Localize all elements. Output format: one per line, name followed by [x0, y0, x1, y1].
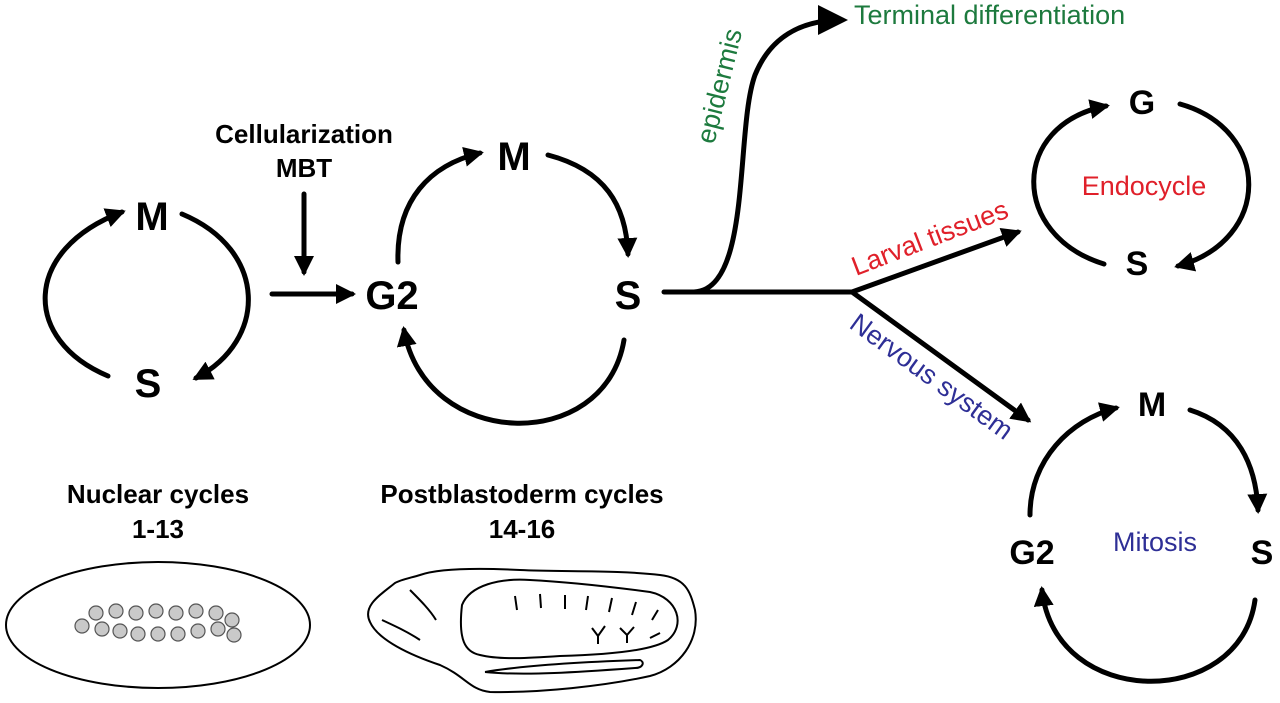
nucleus: [108, 603, 124, 619]
post-m-label: M: [497, 135, 530, 179]
endocycle: G S Endocycle: [1031, 84, 1252, 283]
embryo-outer-outline: [367, 567, 697, 694]
nucleus: [208, 605, 224, 621]
post-g2-label: G2: [365, 274, 418, 318]
nuclear-cycles-caption: Nuclear cycles: [67, 479, 249, 509]
tracheal-pits: [591, 625, 635, 644]
postblastoderm-embryo-illustration: [367, 567, 697, 694]
postblastoderm-range: 14-16: [489, 514, 556, 544]
mitosis-arc-m-to-s: [1187, 407, 1268, 514]
nervous-arrow: [849, 289, 1032, 423]
nuclear-cycle: M S: [42, 195, 251, 406]
larval-tissues-label: Larval tissues: [847, 194, 1012, 281]
germband-outline: [459, 578, 679, 660]
mbt-label: MBT: [276, 153, 332, 183]
branch-lines: [661, 5, 1032, 423]
nuclear-m-label: M: [135, 195, 168, 239]
mitosis-arc-s-to-g2: [1033, 586, 1258, 684]
mitosis-s-label: S: [1251, 534, 1274, 572]
head-folds: [381, 589, 437, 641]
nucleus: [210, 621, 226, 637]
postblastoderm-caption: Postblastoderm cycles: [380, 479, 663, 509]
syncytial-embryo-illustration: [5, 561, 311, 689]
larval-arrow: [849, 228, 1022, 295]
endocycle-arc-left: [1031, 99, 1110, 267]
mitosis-m-label: M: [1138, 386, 1166, 424]
nucleus: [224, 612, 240, 628]
nucleus: [88, 605, 104, 621]
post-arc-m-to-s: [545, 152, 638, 258]
epidermis-label: epidermis: [691, 26, 748, 147]
nuclear-arc-left: [42, 208, 126, 379]
nucleus: [74, 618, 90, 634]
endocycle-g-label: G: [1129, 84, 1155, 122]
nucleus: [128, 605, 144, 621]
nuclear-s-label: S: [135, 362, 162, 406]
mitosis-arc-g2-to-m: [1027, 402, 1120, 518]
nucleus: [130, 626, 146, 642]
nucleus: [112, 623, 128, 639]
endocycle-s-label: S: [1126, 245, 1149, 283]
nuclei: [74, 603, 242, 643]
post-s-label: S: [615, 274, 642, 318]
post-arc-g2-to-m: [395, 147, 484, 265]
mitosis-label: Mitosis: [1113, 527, 1197, 557]
ventral-furrow: [484, 658, 644, 675]
epidermis-arrow: [691, 5, 848, 295]
nuclear-cycles-range: 1-13: [132, 514, 184, 544]
cellularization-annotation: Cellularization MBT: [215, 119, 393, 304]
nucleus: [226, 627, 242, 643]
embryo-outline: [5, 561, 311, 689]
post-arc-s-to-g2: [396, 326, 627, 426]
nucleus: [148, 603, 164, 619]
segment-grooves: [514, 593, 661, 639]
nucleus: [168, 605, 184, 621]
mitosis-cycle: M G2 S Mitosis: [1009, 386, 1274, 684]
nucleus: [150, 626, 166, 642]
mitosis-g2-label: G2: [1009, 534, 1054, 572]
endocycle-arc-right: [1174, 101, 1252, 272]
terminal-differentiation-label: Terminal differentiation: [854, 0, 1125, 30]
nucleus: [170, 626, 186, 642]
nucleus: [94, 621, 110, 637]
nucleus: [188, 603, 204, 619]
cellularization-label: Cellularization: [215, 119, 393, 149]
postblastoderm-cycle: M G2 S: [365, 135, 642, 426]
nucleus: [190, 623, 206, 639]
endocycle-label: Endocycle: [1082, 171, 1207, 201]
nervous-system-label: Nervous system: [844, 308, 1018, 446]
nuclear-arc-right: [179, 211, 251, 381]
